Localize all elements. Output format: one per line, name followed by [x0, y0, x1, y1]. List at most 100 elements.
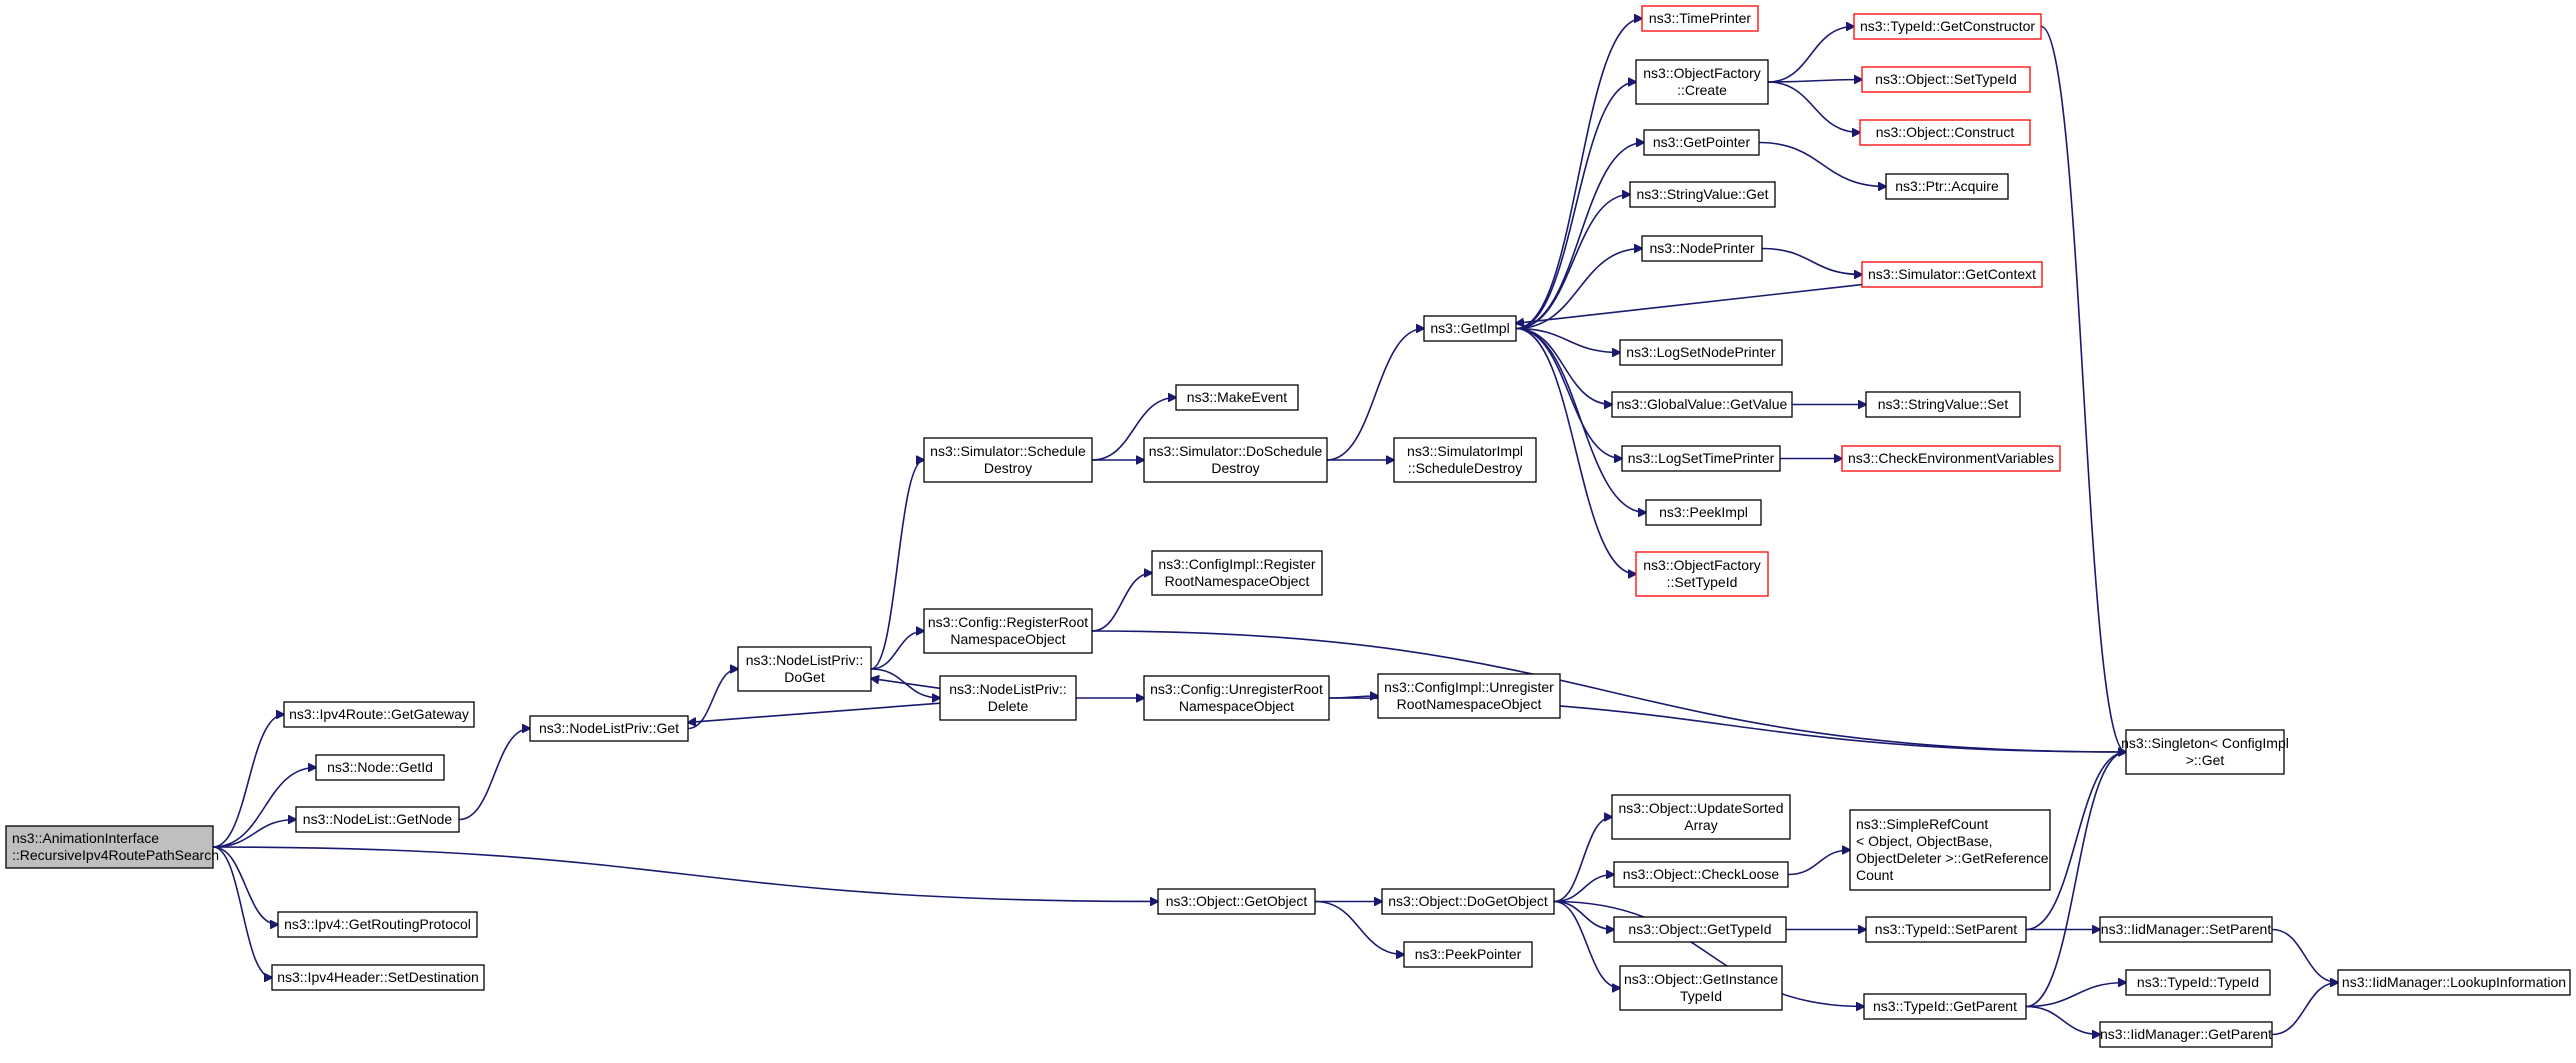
node-configimpl_registerroot[interactable]: ns3::ConfigImpl::RegisterRootNamespaceOb… — [1151, 550, 1323, 596]
node-label: ns3::Object::SetTypeId — [1875, 71, 2017, 87]
node-label: ns3::LogSetNodePrinter — [1626, 344, 1776, 360]
edge-getimpl-to-peekimpl — [1515, 327, 1646, 513]
node-singleton_get[interactable]: ns3::Singleton< ConfigImpl >::Get — [2121, 729, 2289, 775]
edge-getimpl-to-timeprinter — [1515, 19, 1642, 330]
node-timeprinter[interactable]: ns3::TimePrinter — [1641, 5, 1759, 32]
node-box — [277, 911, 478, 938]
node-iidmanager_getparent[interactable]: ns3::IidManager::GetParent — [2099, 1021, 2273, 1048]
node-typeid_getconstructor[interactable]: ns3::TypeId::GetConstructor — [1853, 13, 2042, 40]
node-label: ns3::GetPointer — [1653, 134, 1751, 150]
node-object_settypeid[interactable]: ns3::Object::SetTypeId — [1861, 66, 2031, 93]
node-label: Array — [1684, 817, 1717, 833]
node-box — [1865, 916, 2027, 943]
node-box — [1849, 809, 2051, 891]
node-box — [295, 806, 460, 833]
node-typeid_getparent[interactable]: ns3::TypeId::GetParent — [1863, 993, 2027, 1020]
node-simulatorimpl_scheduledestroy[interactable]: ns3::SimulatorImpl::ScheduleDestroy — [1393, 437, 1537, 483]
node-box — [1175, 384, 1299, 411]
node-box — [2125, 729, 2285, 775]
node-getpointer[interactable]: ns3::GetPointer — [1643, 129, 1760, 156]
node-config_unregisterroot[interactable]: ns3::Config::UnregisterRootNamespaceObje… — [1143, 675, 1330, 721]
node-stringvalue_get[interactable]: ns3::StringValue::Get — [1629, 181, 1776, 208]
edge-objectfactory_create-to-object_construct — [1767, 81, 1860, 133]
node-nodelistpriv_get[interactable]: ns3::NodeListPriv::Get — [529, 715, 689, 742]
node-simplerefcount_getreferencecount[interactable]: ns3::SimpleRefCount< Object, ObjectBase,… — [1849, 809, 2051, 891]
node-simulator_getcontext[interactable]: ns3::Simulator::GetContext — [1861, 261, 2043, 288]
node-label: ns3::IidManager::LookupInformation — [2342, 974, 2566, 990]
node-globalvalue_getvalue[interactable]: ns3::GlobalValue::GetValue — [1611, 391, 1793, 418]
node-nodeprinter[interactable]: ns3::NodePrinter — [1641, 235, 1763, 262]
node-box — [1863, 993, 2027, 1020]
edge-typeid_setparent-to-singleton_get — [2025, 752, 2126, 931]
node-object_dogetobject[interactable]: ns3::Object::DoGetObject — [1381, 888, 1555, 915]
node-label: ns3::Config::RegisterRoot — [928, 614, 1088, 630]
node-label: ns3::Ipv4::GetRoutingProtocol — [284, 916, 471, 932]
edge-nodelistpriv_doget-to-config_registerroot — [870, 631, 924, 670]
node-label: ns3::Node::GetId — [327, 759, 433, 775]
node-makeevent[interactable]: ns3::MakeEvent — [1175, 384, 1299, 411]
node-ptr_acquire[interactable]: ns3::Ptr::Acquire — [1885, 173, 2009, 200]
node-checkenvvars[interactable]: ns3::CheckEnvironmentVariables — [1841, 445, 2061, 472]
node-ipv4_getroutingprotocol[interactable]: ns3::Ipv4::GetRoutingProtocol — [277, 911, 478, 938]
node-logsetnodeprinter[interactable]: ns3::LogSetNodePrinter — [1619, 339, 1783, 366]
node-label: ns3::StringValue::Get — [1636, 186, 1768, 202]
node-peekpointer[interactable]: ns3::PeekPointer — [1403, 941, 1533, 968]
node-box — [1861, 66, 2031, 93]
node-nodelistpriv_delete[interactable]: ns3::NodeListPriv::Delete — [939, 675, 1077, 721]
node-typeid_setparent[interactable]: ns3::TypeId::SetParent — [1865, 916, 2027, 943]
node-ipv4route_getgateway[interactable]: ns3::Ipv4Route::GetGateway — [283, 701, 475, 728]
node-label: Destroy — [1211, 460, 1259, 476]
edge-getimpl-to-stringvalue_get — [1515, 195, 1630, 330]
node-object_construct[interactable]: ns3::Object::Construct — [1859, 119, 2031, 146]
nodes-layer: ns3::AnimationInterface::RecursiveIpv4Ro… — [5, 5, 2571, 1048]
edge-objectfactory_create-to-typeid_getconstructor — [1767, 27, 1854, 83]
node-object_checkloose[interactable]: ns3::Object::CheckLoose — [1613, 861, 1789, 888]
node-iidmanager_setparent[interactable]: ns3::IidManager::SetParent — [2099, 916, 2273, 943]
node-ipv4header_setdestination[interactable]: ns3::Ipv4Header::SetDestination — [271, 964, 485, 991]
edge-config_registerroot-to-singleton_get — [1091, 630, 2126, 752]
node-label: ns3::PeekPointer — [1415, 946, 1522, 962]
node-label: < Object, ObjectBase, — [1856, 833, 1993, 849]
node-box — [1611, 391, 1793, 418]
node-label: ns3::NodeListPriv::Get — [539, 720, 679, 736]
node-objectfactory_settypeid[interactable]: ns3::ObjectFactory::SetTypeId — [1635, 551, 1769, 597]
node-box — [1611, 794, 1791, 840]
node-label: ns3::Object::Construct — [1876, 124, 2015, 140]
node-label: ns3::Ipv4Header::SetDestination — [277, 969, 479, 985]
node-objectfactory_create[interactable]: ns3::ObjectFactory::Create — [1635, 59, 1769, 105]
node-getimpl[interactable]: ns3::GetImpl — [1423, 315, 1517, 342]
node-label: DoGet — [784, 669, 825, 685]
node-label: ns3::Simulator::GetContext — [1868, 266, 2036, 282]
node-box — [1859, 119, 2031, 146]
node-label: ns3::GlobalValue::GetValue — [1617, 396, 1788, 412]
node-label: ns3::ObjectFactory — [1643, 65, 1761, 81]
edge-object_getobject-to-peekpointer — [1314, 900, 1404, 955]
node-box — [2125, 969, 2271, 996]
node-object_gettypeid[interactable]: ns3::Object::GetTypeId — [1613, 916, 1787, 943]
edge-getimpl-to-globalvalue_getvalue — [1515, 327, 1612, 405]
node-label: ns3::PeekImpl — [1659, 504, 1748, 520]
node-object_getobject[interactable]: ns3::Object::GetObject — [1157, 888, 1316, 915]
node-nodelist_getnode[interactable]: ns3::NodeList::GetNode — [295, 806, 460, 833]
edge-objectfactory_create-to-object_settypeid — [1767, 80, 1862, 83]
node-label: NamespaceObject — [950, 631, 1065, 647]
node-box — [1645, 499, 1762, 526]
node-stringvalue_set[interactable]: ns3::StringValue::Set — [1865, 391, 2021, 418]
node-peekimpl[interactable]: ns3::PeekImpl — [1645, 499, 1762, 526]
node-simulator_scheduledestroy[interactable]: ns3::Simulator::ScheduleDestroy — [923, 437, 1093, 483]
node-logsettimeprinter[interactable]: ns3::LogSetTimePrinter — [1621, 445, 1781, 472]
node-iidmanager_lookupinformation[interactable]: ns3::IidManager::LookupInformation — [2337, 969, 2571, 996]
node-label: ns3::TypeId::TypeId — [2137, 974, 2259, 990]
edge-typeid_getconstructor-to-singleton_get — [2040, 25, 2126, 753]
edges-layer — [212, 19, 2338, 1035]
node-configimpl_unregisterroot[interactable]: ns3::ConfigImpl::UnregisterRootNamespace… — [1377, 673, 1561, 719]
node-nodelistpriv_doget[interactable]: ns3::NodeListPriv::DoGet — [737, 646, 872, 692]
node-node_getid[interactable]: ns3::Node::GetId — [315, 754, 445, 781]
node-label: ns3::IidManager::SetParent — [2101, 921, 2272, 937]
node-typeid_typeid[interactable]: ns3::TypeId::TypeId — [2125, 969, 2271, 996]
node-box — [1861, 261, 2043, 288]
